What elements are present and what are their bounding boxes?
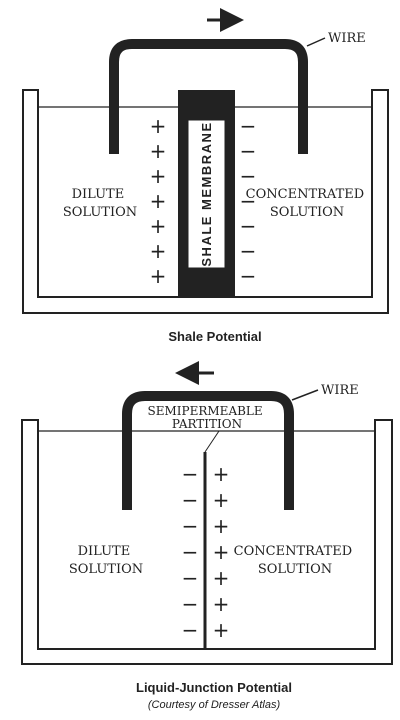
plus-charge: + bbox=[150, 189, 167, 213]
minus-charge: − bbox=[240, 114, 257, 138]
plus-charge: + bbox=[213, 540, 230, 564]
minus-charge: − bbox=[182, 566, 199, 590]
minus-charge: − bbox=[240, 264, 257, 288]
shale-membrane-label-box bbox=[187, 119, 226, 269]
wire-label-leader bbox=[291, 389, 319, 401]
liquid-junction-potential-diagram: WIRE SEMIPERMEABLE PARTITION −−−−−−− +++… bbox=[21, 361, 393, 711]
concentrated-solution-label: CONCENTRATED SOLUTION bbox=[246, 187, 369, 220]
wire-label-leader bbox=[306, 37, 326, 47]
minus-charge: − bbox=[240, 239, 257, 263]
shale-potential-diagram: WIRE SHALE MEMBRANE +++++++ −−−−−−− DILU… bbox=[22, 8, 389, 344]
shale-potential-caption: Shale Potential bbox=[168, 329, 261, 344]
wire bbox=[122, 391, 294, 510]
plus-charge: + bbox=[150, 264, 167, 288]
positive-charges: +++++++ bbox=[150, 114, 167, 288]
plus-charge: + bbox=[150, 239, 167, 263]
partition-label-leader bbox=[204, 430, 220, 453]
plus-charge: + bbox=[213, 514, 230, 538]
wire-label: WIRE bbox=[321, 383, 359, 398]
negative-charges: −−−−−−− bbox=[240, 114, 257, 288]
minus-charge: − bbox=[240, 214, 257, 238]
credit-line: (Courtesy of Dresser Atlas) bbox=[148, 699, 281, 711]
plus-charge: + bbox=[150, 164, 167, 188]
tank-outer-wall bbox=[22, 89, 389, 314]
plus-charge: + bbox=[213, 462, 230, 486]
plus-charge: + bbox=[150, 214, 167, 238]
minus-charge: − bbox=[182, 540, 199, 564]
liquid-junction-potential-caption: Liquid-Junction Potential bbox=[136, 680, 292, 695]
plus-charge: + bbox=[150, 139, 167, 163]
wire-label: WIRE bbox=[328, 31, 366, 46]
plus-charge: + bbox=[213, 618, 230, 642]
dilute-solution-label: DILUTE SOLUTION bbox=[63, 187, 137, 220]
plus-charge: + bbox=[213, 592, 230, 616]
minus-charge: − bbox=[240, 189, 257, 213]
minus-charge: − bbox=[182, 462, 199, 486]
tank-outer-wall bbox=[21, 419, 393, 665]
minus-charge: − bbox=[182, 618, 199, 642]
minus-charge: − bbox=[240, 139, 257, 163]
minus-charge: − bbox=[240, 164, 257, 188]
minus-charge: − bbox=[182, 592, 199, 616]
negative-charges: −−−−−−− bbox=[182, 462, 199, 642]
minus-charge: − bbox=[182, 514, 199, 538]
wire bbox=[109, 39, 308, 154]
plus-charge: + bbox=[213, 566, 230, 590]
dilute-solution-label: DILUTE SOLUTION bbox=[69, 544, 143, 577]
concentrated-solution-label: CONCENTRATED SOLUTION bbox=[234, 544, 357, 577]
shale-membrane-label: SHALE MEMBRANE bbox=[199, 121, 214, 266]
positive-charges: +++++++ bbox=[213, 462, 230, 642]
minus-charge: − bbox=[182, 488, 199, 512]
plus-charge: + bbox=[150, 114, 167, 138]
semipermeable-partition-label: SEMIPERMEABLE PARTITION bbox=[148, 404, 267, 431]
plus-charge: + bbox=[213, 488, 230, 512]
